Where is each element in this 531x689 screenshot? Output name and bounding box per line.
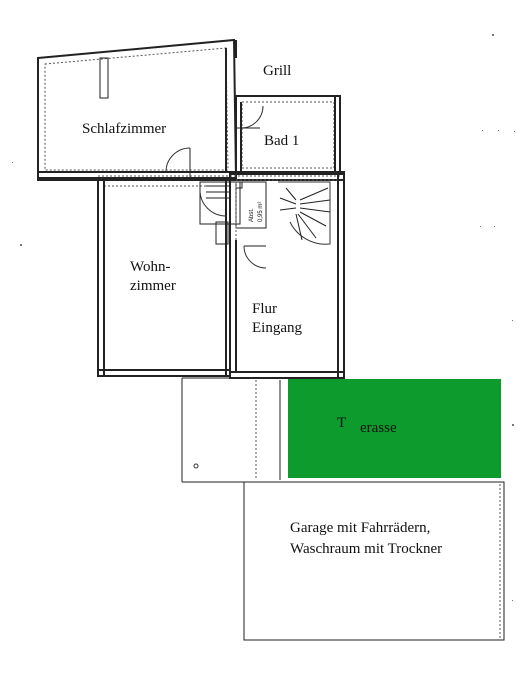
stair-area xyxy=(199,181,241,245)
grill-label: Grill xyxy=(263,63,291,79)
garage-walls xyxy=(243,481,505,641)
terrasse-area xyxy=(288,379,501,478)
terrasse-label-letter: T xyxy=(337,415,346,431)
abst-label-line1: Abst. xyxy=(249,208,255,222)
terrasse-label-rest: erasse xyxy=(360,420,397,436)
schlafzimmer-walls xyxy=(37,38,238,179)
schlafzimmer-label: Schlafzimmer xyxy=(82,121,166,137)
flur-door xyxy=(243,245,267,269)
abstellraum xyxy=(235,181,267,229)
bad-door xyxy=(236,105,264,129)
wohnzimmer-label-line2: zimmer xyxy=(130,278,176,294)
garage-label-line1: Garage mit Fahrrädern, xyxy=(290,520,430,536)
abst-label-line2: 0,95 m² xyxy=(258,202,264,222)
garage-label-line2: Waschraum mit Trockner xyxy=(290,541,442,557)
schlafzimmer-door xyxy=(165,147,191,180)
wohnzimmer-label-line1: Wohn- xyxy=(130,259,170,275)
flur-label-line2: Eingang xyxy=(252,320,302,336)
spiral-staircase xyxy=(278,181,331,245)
flur-label-line1: Flur xyxy=(252,301,277,317)
bad-label: Bad 1 xyxy=(264,133,299,149)
scan-specks xyxy=(12,34,515,601)
flur-walls xyxy=(229,173,345,379)
